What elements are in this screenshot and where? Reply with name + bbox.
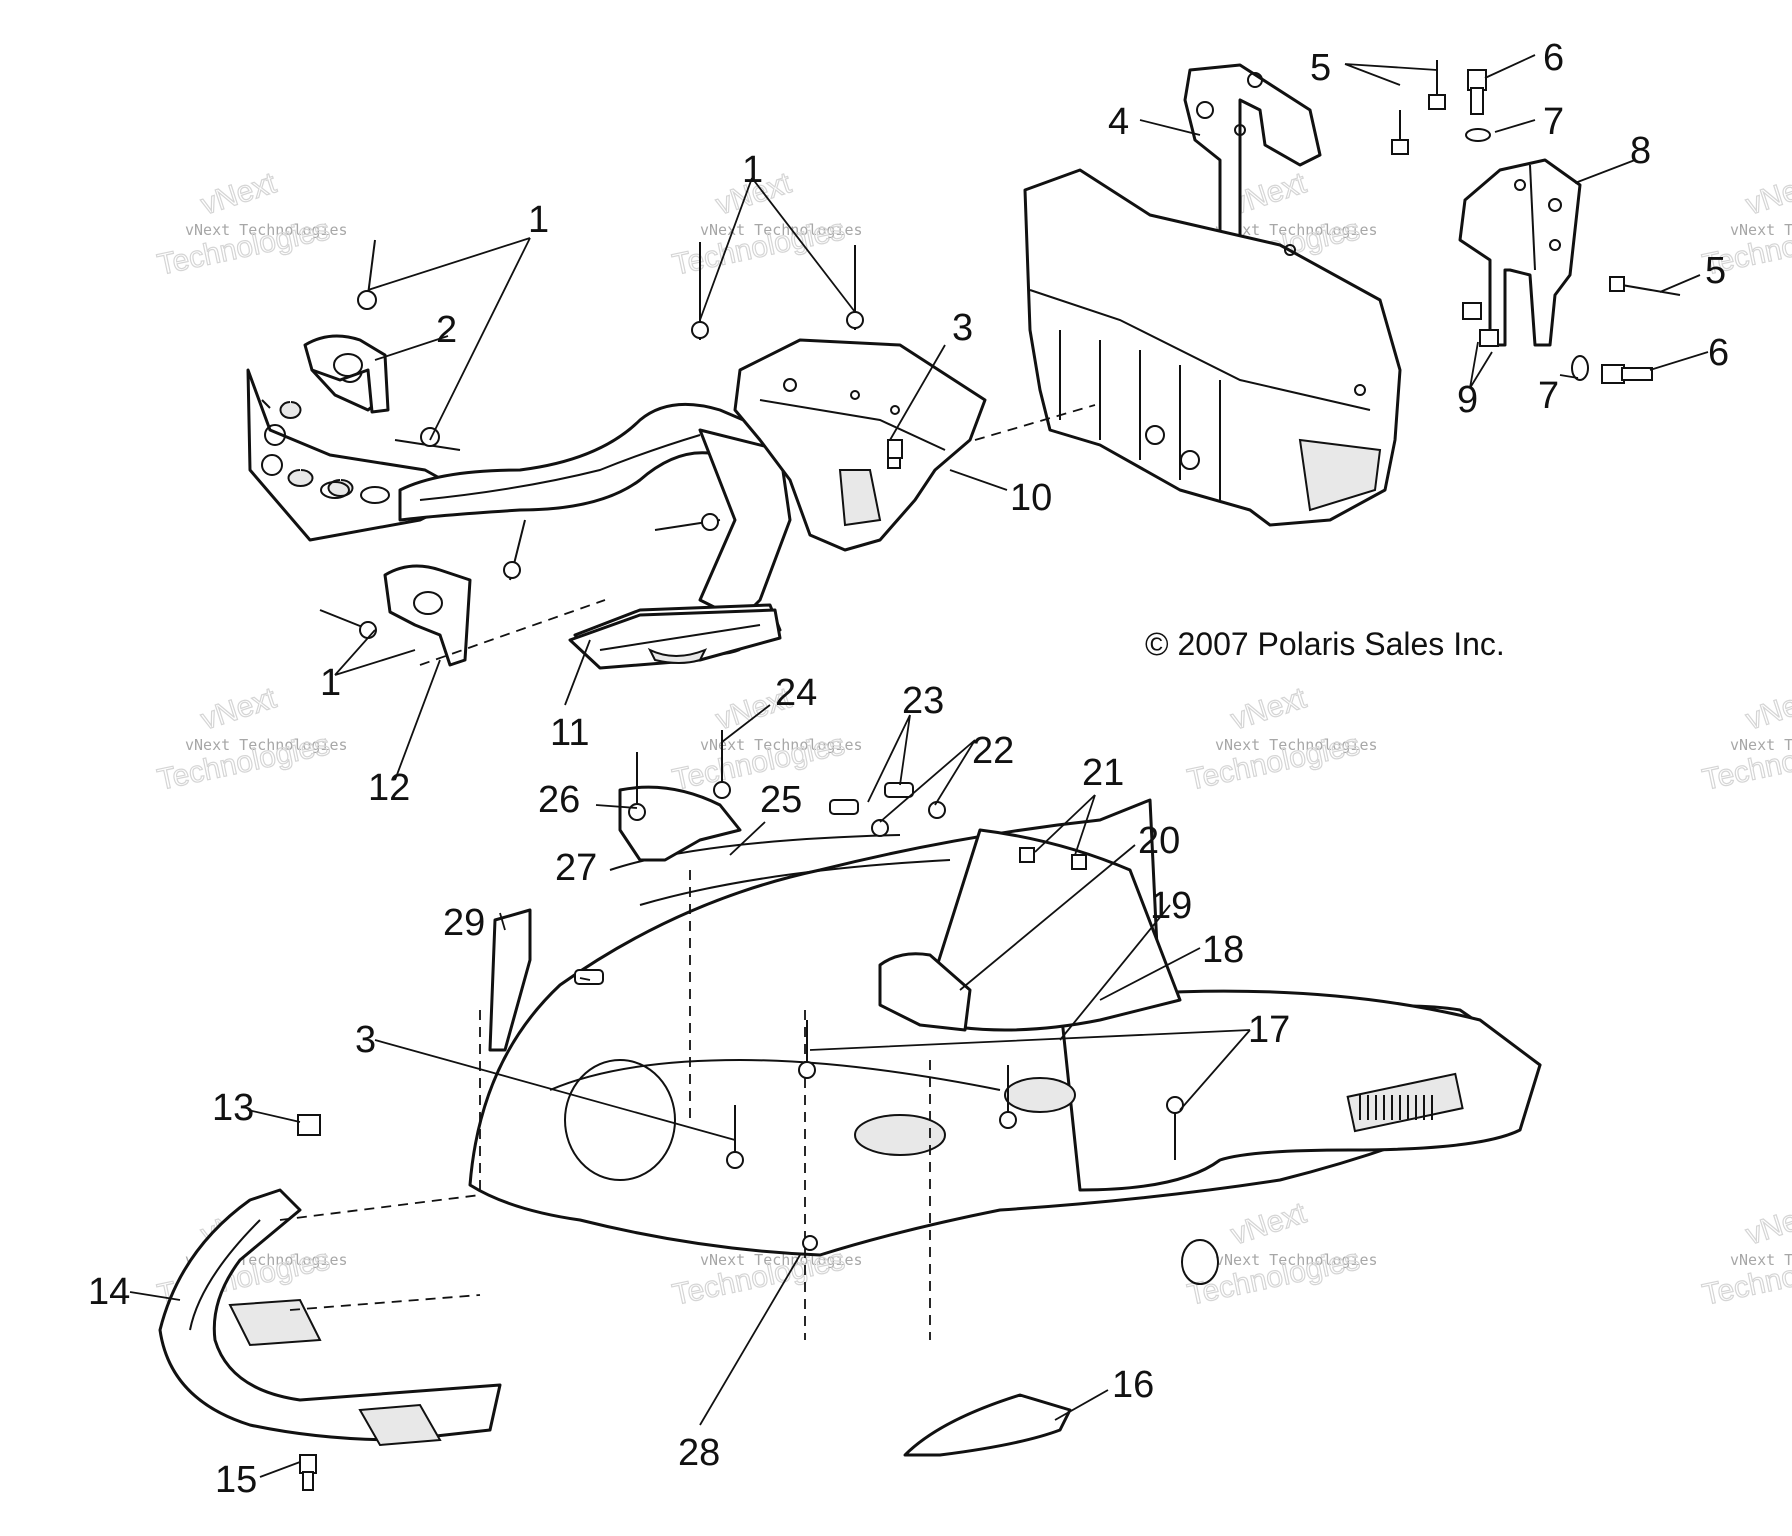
fasteners (297, 60, 1681, 1491)
callout-3: 3 (952, 307, 973, 349)
callout-12: 12 (368, 767, 410, 809)
bumper-bracket-part-11 (568, 608, 782, 670)
skid-plate-part-16 (903, 1393, 1072, 1457)
callout-25: 25 (760, 779, 802, 821)
callout-20: 20 (1138, 820, 1180, 862)
callout-18: 18 (1202, 929, 1244, 971)
watermark-vnext: vNext (1227, 1196, 1311, 1251)
callout-28: 28 (678, 1432, 720, 1474)
watermark-vnext-technologies: vNext Technologies (700, 736, 863, 754)
bracket-part-4 (1183, 63, 1322, 247)
leader-lines (129, 54, 1709, 1478)
callout-4: 4 (1108, 101, 1129, 143)
callout-21: 21 (1082, 752, 1124, 794)
callout-9: 9 (1457, 379, 1478, 421)
callout-16: 16 (1112, 1364, 1154, 1406)
callout-24: 24 (775, 672, 817, 714)
callout-22: 22 (972, 730, 1014, 772)
watermark-vnext-technologies: vNext Technologies (1730, 1251, 1792, 1269)
callout-8: 8 (1630, 130, 1651, 172)
watermark-vnext-technologies: vNext Technologies (1730, 221, 1792, 239)
watermark-vnext-technologies: vNext Technologies (1215, 1251, 1378, 1269)
callout-11: 11 (550, 712, 589, 754)
nose-pan-assembly (468, 785, 1542, 1340)
watermark-vnext: vNext (1742, 1196, 1792, 1251)
callout-7: 7 (1543, 101, 1564, 143)
callout-13: 13 (212, 1087, 254, 1129)
callout-27: 27 (555, 847, 597, 889)
watermark-vnext: vNext (1227, 681, 1311, 736)
watermark-vnext-technologies: vNext Technologies (1730, 736, 1792, 754)
callout-23: 23 (902, 680, 944, 722)
center-frame-part-10 (733, 338, 987, 552)
watermark-vnext-technologies: vNext Technologies (185, 736, 348, 754)
watermark-vnext-technologies: vNext Technologies (1215, 736, 1378, 754)
bracket-part-2 (303, 334, 390, 414)
callout-1: 1 (320, 662, 341, 704)
callout-1: 1 (528, 199, 549, 241)
front-bumper-part-14 (158, 1188, 502, 1447)
bulkhead-frame (974, 168, 1402, 527)
callout-10: 10 (1010, 477, 1052, 519)
callout-1: 1 (742, 149, 763, 191)
copyright-notice: © 2007 Polaris Sales Inc. (1145, 626, 1505, 662)
watermark-vnext-technologies: vNext Technologies (185, 221, 348, 239)
callout-15: 15 (215, 1459, 257, 1501)
callout-6: 6 (1543, 37, 1564, 79)
watermark-vnext: vNext (197, 681, 281, 736)
callout-29: 29 (443, 902, 485, 944)
callout-5: 5 (1310, 47, 1331, 89)
callout-5: 5 (1705, 250, 1726, 292)
watermark-vnext-technologies: vNext Technologies (700, 221, 863, 239)
callout-2: 2 (436, 309, 457, 351)
callout-labels: 1 1 1 2 3 3 4 5 5 6 6 7 7 8 9 10 11 12 1… (88, 37, 1729, 1501)
watermark-vnext-technologies: vNext Technologies (1215, 221, 1378, 239)
bracket-part-8 (1458, 158, 1582, 347)
watermark-vnext: vNext (1742, 166, 1792, 221)
watermark-vnext: vNext (197, 166, 281, 221)
callout-26: 26 (538, 779, 580, 821)
lower-bracket-part-12 (383, 564, 606, 667)
callout-19: 19 (1150, 885, 1192, 927)
callout-6: 6 (1708, 332, 1729, 374)
callout-17: 17 (1248, 1009, 1290, 1051)
callout-7: 7 (1538, 375, 1559, 417)
callout-14: 14 (88, 1271, 130, 1313)
watermark-vnext: vNext (1742, 681, 1792, 736)
callout-3: 3 (355, 1019, 376, 1061)
